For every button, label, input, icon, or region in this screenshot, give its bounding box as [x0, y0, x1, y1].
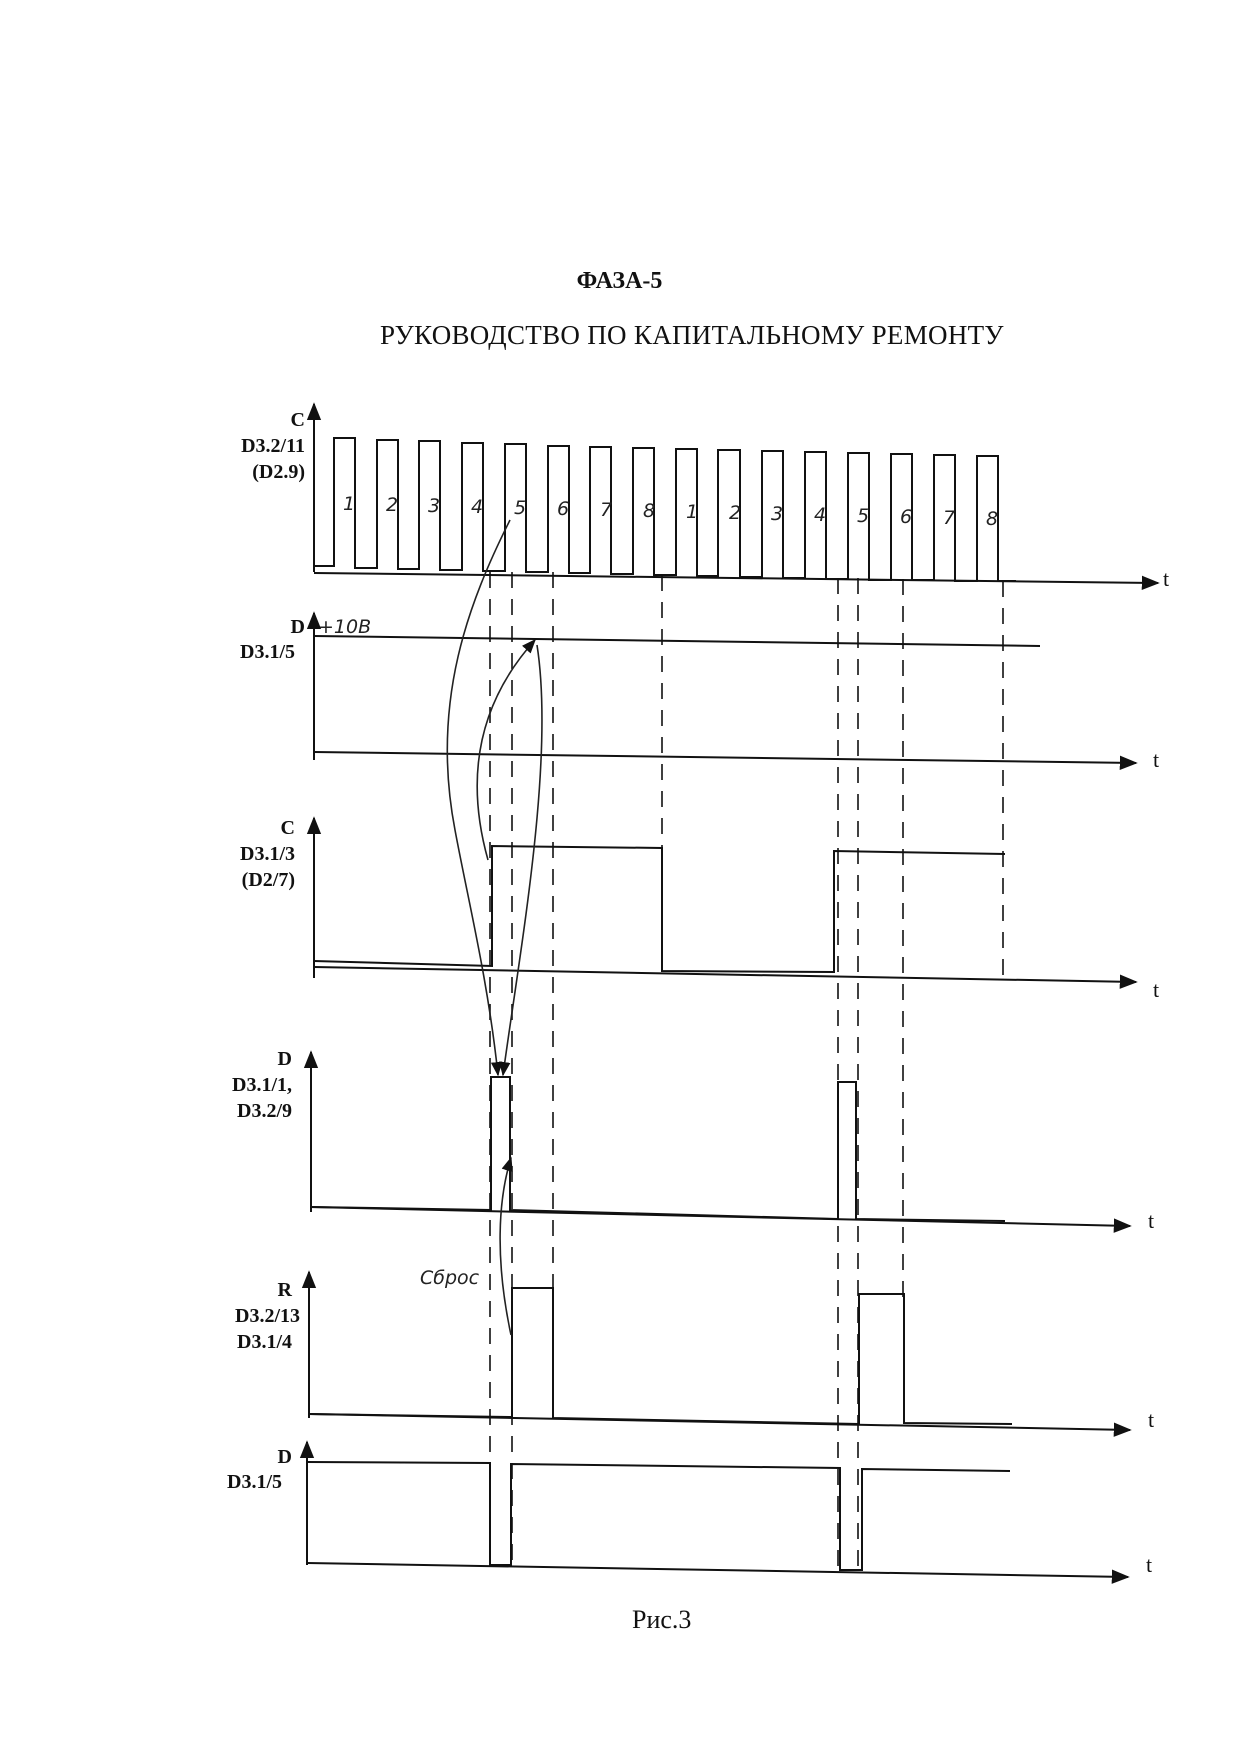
label-d315b-line2: D3.1/5 [227, 1471, 282, 1493]
pulse-number: 4 [814, 504, 826, 526]
handdrawn-arrows [446, 519, 543, 1336]
page-title: ФАЗА-5 [576, 268, 663, 294]
d311-waveform [310, 1076, 1006, 1222]
label-clock-line1: C [291, 409, 305, 431]
axis-d315b-time [306, 1562, 1130, 1584]
pulse-number: 8 [986, 508, 998, 530]
clock-waveform [314, 437, 1016, 582]
pulse-number: 1 [686, 501, 698, 523]
pulse-number: 5 [514, 497, 526, 519]
d315a-high-level [313, 635, 1041, 647]
label-d311-line2: D3.1/1, [232, 1074, 292, 1096]
axis-d313-time [313, 966, 1138, 989]
pulse-number: 4 [471, 496, 483, 518]
time-axis-labels: t t t t t t [1146, 566, 1169, 1577]
label-d313-line2: D3.1/3 [240, 843, 295, 865]
pulse-number: 3 [428, 495, 440, 517]
pulse-number: 6 [557, 498, 569, 520]
t-label: t [1153, 747, 1159, 772]
level-note-10v: +10В [318, 616, 371, 638]
pulse-number: 5 [857, 505, 869, 527]
label-clock-line3: (D2.9) [252, 461, 305, 483]
d315b-waveform [306, 1461, 1011, 1571]
t-label: t [1153, 977, 1159, 1002]
pulse-number: 1 [343, 493, 355, 515]
t-label: t [1148, 1407, 1154, 1432]
label-d311-line3: D3.2/9 [237, 1100, 292, 1122]
pulse-number: 7 [943, 507, 955, 529]
dashed-guides [489, 572, 1004, 1575]
d313-waveform [313, 844, 1006, 974]
axis-clock-time [313, 572, 1160, 591]
label-clock-line2: D3.2/11 [241, 435, 305, 457]
label-d311-line1: D [278, 1048, 292, 1070]
pulse-number: 7 [600, 499, 612, 521]
figure-caption: Рис.3 [632, 1605, 692, 1634]
label-reset-line1: R [278, 1279, 293, 1301]
page-subtitle: РУКОВОДСТВО ПО КАПИТАЛЬНОМУ РЕМОНТУ [380, 320, 1004, 350]
label-reset-line2: D3.2/13 [235, 1305, 300, 1327]
reset-waveform [308, 1287, 1013, 1426]
label-d313-line3: (D2/7) [242, 869, 295, 891]
label-d315b-line1: D [278, 1446, 292, 1468]
t-label: t [1163, 566, 1169, 591]
t-label: t [1148, 1208, 1154, 1233]
label-reset-line3: D3.1/4 [237, 1331, 292, 1353]
label-d315a-line1: D [291, 616, 305, 638]
pulse-number: 8 [643, 500, 655, 522]
t-label: t [1146, 1552, 1152, 1577]
pulse-number: 3 [771, 503, 783, 525]
reset-note: Сброс [420, 1267, 480, 1289]
pulse-number: 2 [386, 494, 398, 516]
label-d313-line1: C [281, 817, 295, 839]
signal-labels: C D3.2/11 (D2.9) D D3.1/5 C D3.1/3 (D2/7… [227, 409, 305, 1493]
pulse-number-labels: 1 2 3 4 5 6 7 8 1 2 3 4 5 6 7 8 [343, 493, 998, 530]
label-d315a-line2: D3.1/5 [240, 641, 295, 663]
axis-d315a-time [313, 751, 1138, 770]
pulse-number: 2 [729, 502, 741, 524]
pulse-number: 6 [900, 506, 912, 528]
